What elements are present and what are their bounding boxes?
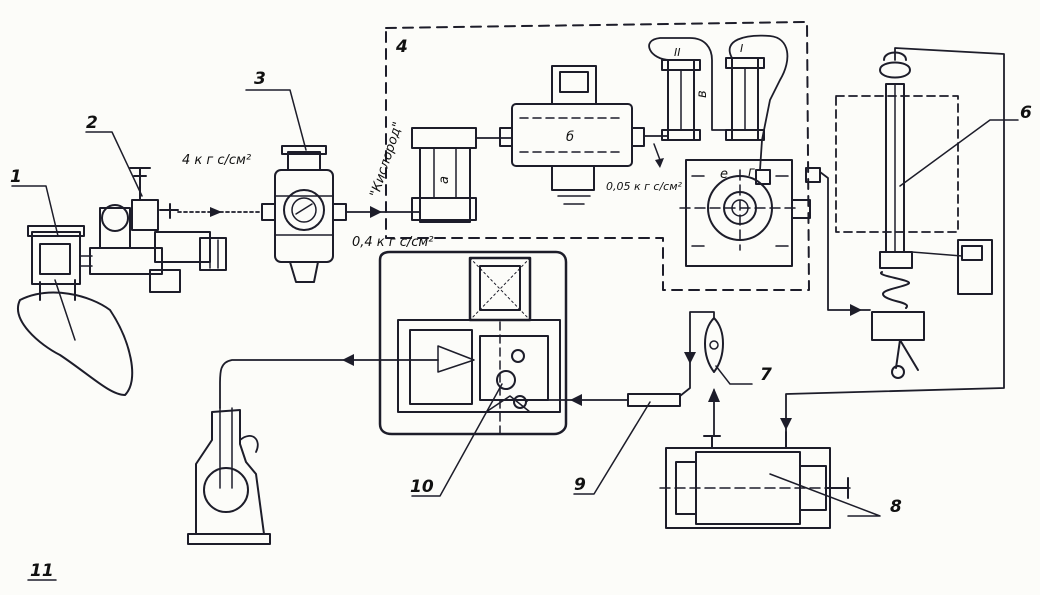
analyzer-cabinet-10 xyxy=(378,250,568,437)
pressure-low-label: 0,05 к г с/см² xyxy=(606,180,683,193)
block-e-label: е xyxy=(720,167,728,182)
annotation-labels: 4 к г с/см² "Кислород" 0,4 к г с/см² 0,0… xyxy=(182,42,755,250)
block-a-label: а xyxy=(437,176,452,184)
label-10: 10 xyxy=(410,477,434,497)
tube-9 xyxy=(527,393,681,407)
block-v-label: в xyxy=(695,90,710,98)
leader-lines xyxy=(11,89,1019,581)
label-2: 2 xyxy=(86,113,98,133)
valve-bulb-7 xyxy=(679,311,724,437)
block-e xyxy=(679,159,821,267)
pressure-regulator-3 xyxy=(261,145,347,283)
dashed-enclosure-4 xyxy=(385,21,810,291)
tube-i-label: I xyxy=(740,42,743,55)
block-b-label: б xyxy=(566,130,574,145)
tube-ii-label: II xyxy=(674,46,681,59)
pipe-fitting-2 xyxy=(89,167,227,293)
block-b xyxy=(499,65,645,205)
label-8: 8 xyxy=(890,497,902,517)
column-assembly-6 xyxy=(780,47,1005,433)
label-9: 9 xyxy=(574,475,586,495)
block-g-label: г xyxy=(748,165,755,180)
label-4: 4 xyxy=(395,37,408,57)
label-6: 6 xyxy=(1020,103,1032,123)
label-1: 1 xyxy=(10,167,22,187)
label-11: 11 xyxy=(30,561,54,581)
wash-bottle-11 xyxy=(187,407,271,545)
label-7: 7 xyxy=(760,365,772,385)
pump-unit-8 xyxy=(659,431,851,529)
block-a xyxy=(411,127,477,223)
pressure-reduced-label: 0,4 к г с/см² xyxy=(352,235,433,250)
label-3: 3 xyxy=(254,69,266,89)
pressure-inlet-label: 4 к г с/см² xyxy=(182,153,251,168)
cylinder-valve-1 xyxy=(17,225,134,396)
numeric-labels: 1 2 3 4 6 7 8 9 10 11 xyxy=(10,37,1032,581)
flowmeter-tubes xyxy=(648,34,789,171)
